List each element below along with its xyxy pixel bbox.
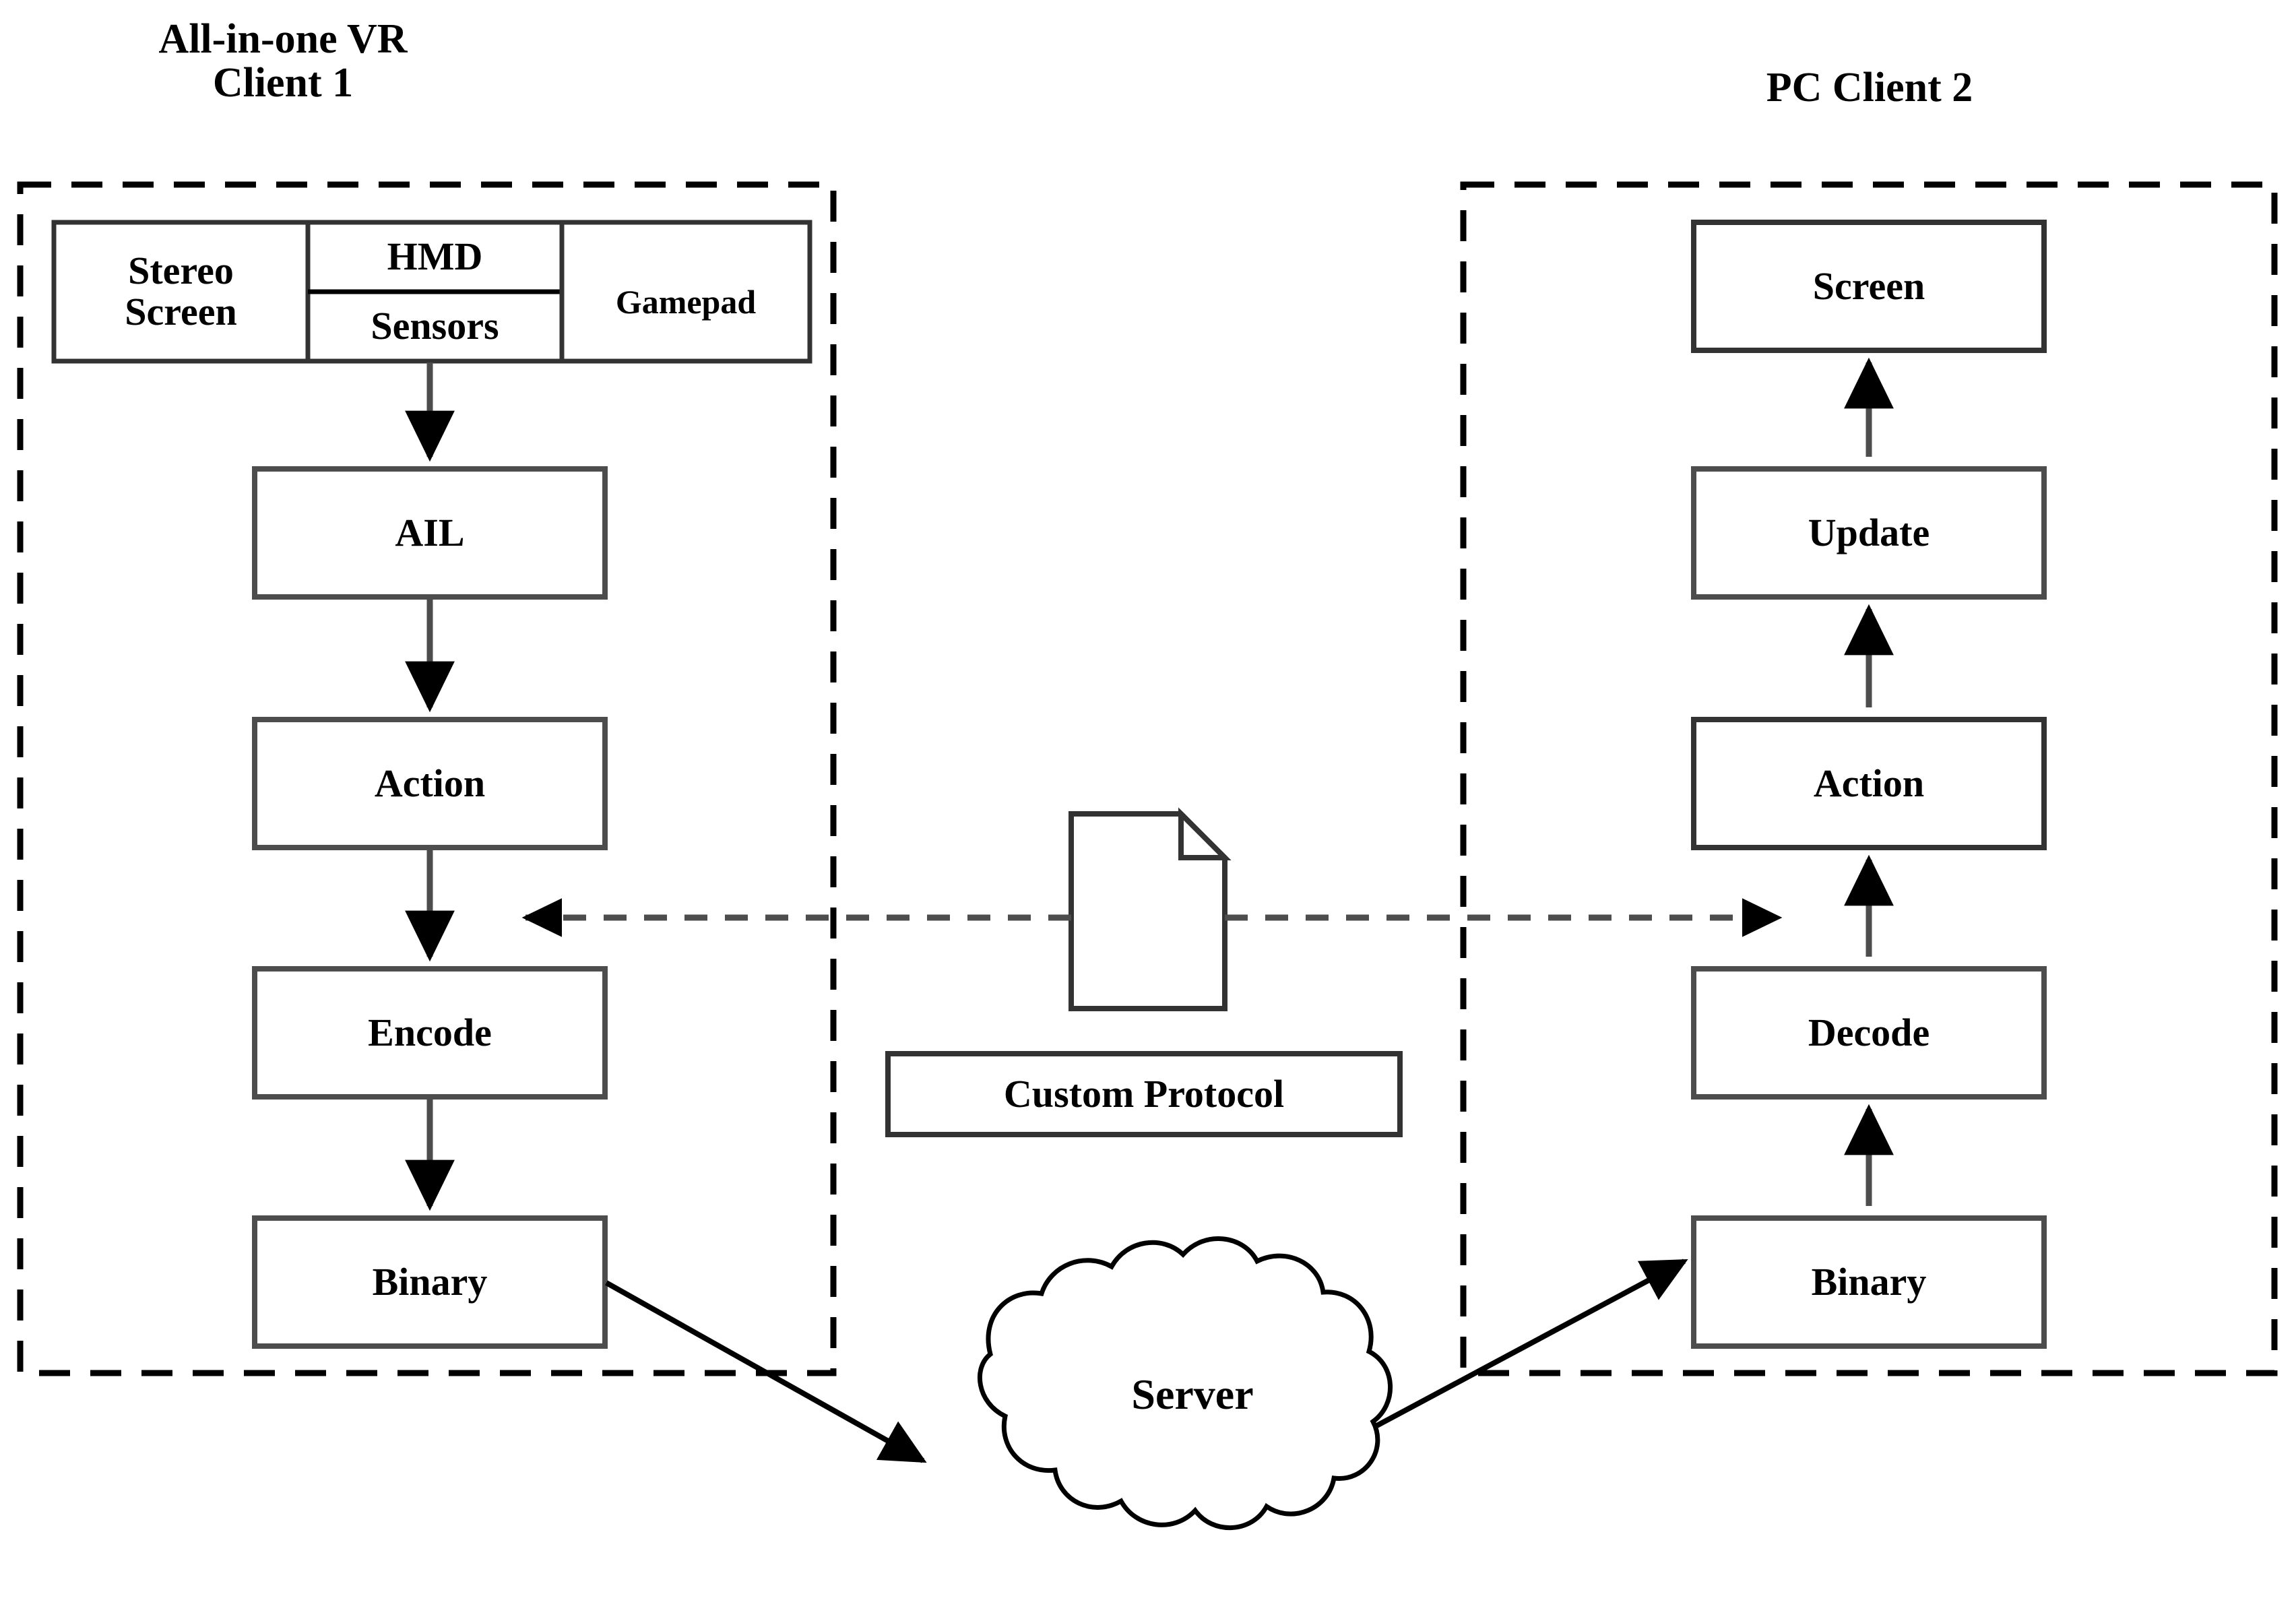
update-box [1691, 466, 2047, 600]
client2-binary-box [1691, 1215, 2047, 1349]
client1-binary-label: Binary [372, 1259, 488, 1304]
arrow-server-to-client2 [1373, 1259, 1688, 1430]
decode-label: Decode [1808, 1010, 1930, 1054]
encode-box [252, 966, 608, 1100]
client1-heading: All-in-one VR Client 1 [158, 15, 408, 106]
custom-protocol-box [885, 1051, 1403, 1137]
server-cloud-shape [977, 1236, 1393, 1531]
hmd-label: HMD [387, 234, 483, 279]
client2-binary-label: Binary [1811, 1259, 1927, 1304]
screen-box [1691, 220, 2047, 353]
client1-binary-box [252, 1215, 608, 1349]
update-label: Update [1808, 510, 1930, 554]
custom-protocol-label: Custom Protocol [1003, 1071, 1285, 1116]
stereo-screen-label: Stereo Screen [125, 249, 237, 333]
document-fold-icon [1178, 807, 1232, 860]
screen-label: Screen [1812, 263, 1925, 308]
server-label: Server [1131, 1370, 1254, 1419]
client1-boundary [17, 181, 837, 1376]
gamepad-label: Gamepad [615, 282, 757, 321]
client1-action-label: Action [374, 761, 486, 805]
client2-action-label: Action [1813, 761, 1925, 805]
decode-box [1691, 966, 2047, 1100]
gamepad-box [559, 220, 812, 364]
client2-boundary [1460, 181, 2278, 1376]
ail-box [252, 466, 608, 600]
client2-action-box [1691, 717, 2047, 850]
ail-label: AIL [395, 510, 465, 554]
arrow-client1-to-server [605, 1280, 927, 1463]
document-page-icon [1069, 811, 1227, 1011]
client2-heading: PC Client 2 [1766, 65, 1973, 111]
encode-label: Encode [368, 1010, 492, 1054]
sensors-label: Sensors [371, 304, 499, 348]
